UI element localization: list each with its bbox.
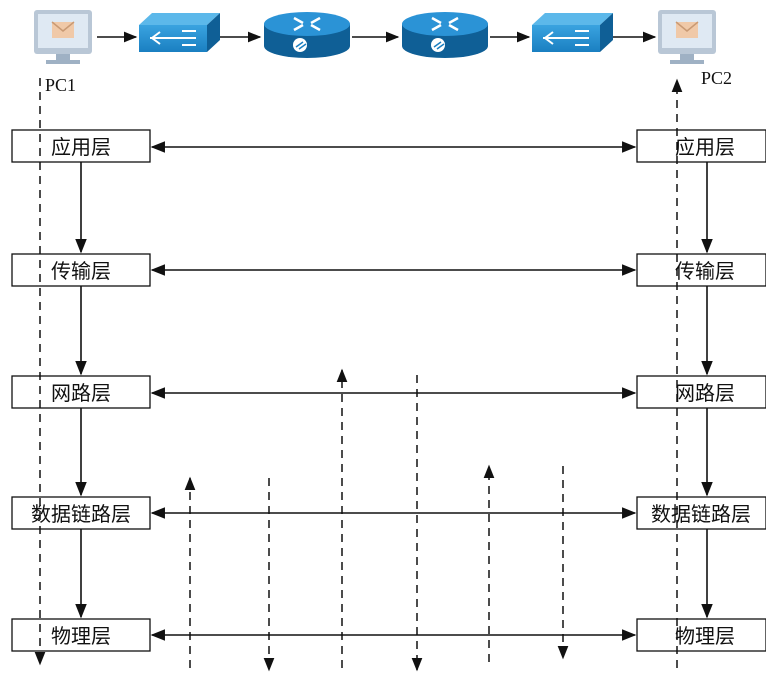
pc1-label: PC1 [45, 75, 76, 95]
right-layer-label-application: 应用层 [675, 135, 735, 159]
right-layer-label-transport: 传输层 [675, 259, 735, 283]
switch-icon [139, 13, 220, 52]
layer-box [636, 253, 766, 287]
pc2-icon [658, 10, 716, 64]
right-layer-stack [636, 129, 766, 652]
layer-box [636, 375, 766, 409]
left-layer-label-network: 网路层 [51, 381, 111, 405]
layer-box [11, 253, 151, 287]
layer-box [11, 618, 151, 652]
stack-down-arrows [75, 162, 713, 619]
layer-box [11, 129, 151, 163]
pc2-label: PC2 [701, 68, 732, 88]
layer-box [636, 496, 766, 530]
router-icon [402, 12, 488, 58]
dashed-flow-arrows [34, 78, 683, 672]
pc1-icon [34, 10, 92, 64]
switch-icon [532, 13, 613, 52]
left-layer-label-application: 应用层 [51, 135, 111, 159]
layer-box [636, 129, 766, 163]
layer-box [636, 618, 766, 652]
right-layer-label-datalink: 数据链路层 [651, 502, 751, 526]
peer-arrows [150, 141, 637, 641]
left-layer-label-transport: 传输层 [51, 259, 111, 283]
right-layer-label-network: 网路层 [675, 381, 735, 405]
right-layer-label-physical: 物理层 [675, 624, 735, 648]
left-layer-label-datalink: 数据链路层 [31, 502, 131, 526]
left-layer-label-physical: 物理层 [51, 624, 111, 648]
router-icon [264, 12, 350, 58]
left-layer-stack [11, 129, 151, 652]
